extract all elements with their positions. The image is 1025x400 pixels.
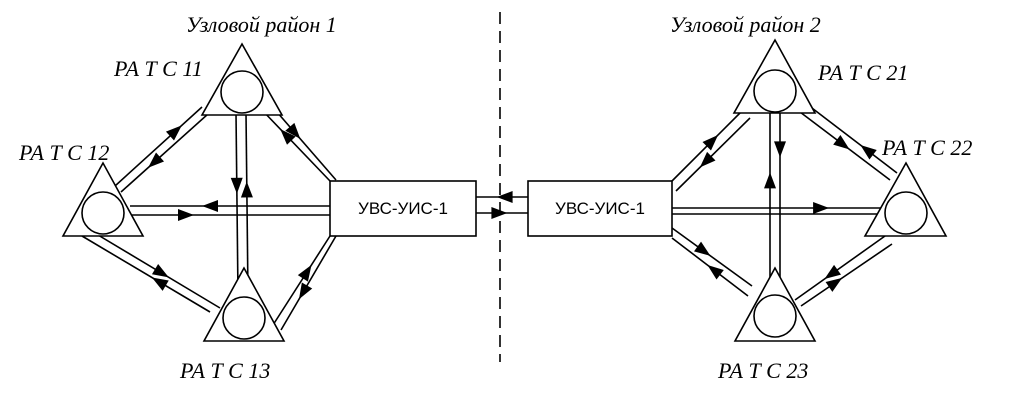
link-7-arrow-2 [491, 207, 508, 219]
link-1-line-b [120, 113, 209, 193]
station-21 [732, 38, 817, 114]
station-23-circle [753, 294, 797, 338]
hub-2-box [527, 180, 673, 237]
link-10-arrow-2 [707, 265, 724, 280]
link-4-line-a [261, 109, 331, 182]
station-11-label: РА Т С 11 [113, 56, 203, 81]
link-9-arrow-1 [813, 202, 830, 214]
hub-2-label: УВС-УИС-1 [555, 199, 645, 218]
link-10-line-a [671, 227, 753, 287]
station-13-circle [222, 296, 266, 340]
link-6-line-a [272, 235, 331, 326]
link-2-arrow-1 [230, 177, 243, 194]
link-13-arrow-1 [824, 264, 841, 280]
link-3-line-b [87, 228, 221, 309]
link-2-arrow-2 [240, 181, 253, 198]
link-12-arrow-2 [860, 145, 877, 160]
link-1-arrow-1 [165, 125, 182, 141]
link-13-line-b [800, 243, 893, 307]
region-title-1: Узловой район 1 [186, 12, 337, 37]
hub-1: УВС-УИС-1 [329, 180, 477, 237]
links-layer [81, 103, 898, 331]
station-11 [200, 42, 284, 116]
station-22-circle [884, 191, 928, 235]
link-1-arrow-2 [148, 152, 165, 168]
link-8-arrow-1 [702, 134, 719, 151]
station-22 [863, 161, 948, 237]
link-11-arrow-2 [774, 141, 786, 158]
station-12-circle [81, 191, 125, 235]
link-8-line-a [667, 110, 743, 186]
link-4-arrow-2 [280, 129, 296, 145]
link-2-line-b [245, 112, 249, 296]
link-6-arrow-2 [298, 282, 313, 300]
link-8-line-b [675, 117, 751, 192]
station-23-label: РА Т С 23 [717, 358, 808, 383]
link-5-arrow-1 [202, 200, 218, 212]
station-22-label: РА Т С 22 [881, 135, 972, 160]
link-4-arrow-1 [285, 122, 301, 139]
link-12-arrow-1 [833, 135, 850, 150]
hub-1-label: УВС-УИС-1 [358, 199, 448, 218]
station-23 [733, 266, 817, 342]
link-7-arrow-1 [496, 191, 513, 203]
station-13-label: РА Т С 13 [179, 358, 270, 383]
link-6-arrow-1 [297, 264, 312, 282]
link-10-arrow-1 [694, 241, 711, 256]
station-13 [202, 266, 286, 342]
link-2-line-a [235, 112, 239, 296]
link-4-line-b [269, 103, 337, 181]
link-12-line-b [807, 104, 898, 174]
station-12-label: РА Т С 12 [18, 140, 109, 165]
station-21-circle [753, 69, 797, 113]
link-3-arrow-2 [151, 277, 169, 291]
hub-1-box [329, 180, 477, 237]
station-12 [61, 161, 145, 237]
link-3-arrow-1 [151, 263, 169, 278]
link-11-arrow-1 [764, 172, 776, 189]
link-5-arrow-2 [178, 209, 194, 221]
link-6-line-b [280, 235, 337, 331]
link-3-line-a [81, 235, 211, 313]
link-8-arrow-2 [699, 151, 716, 168]
link-1-line-a [114, 106, 203, 187]
link-13-line-a [794, 235, 886, 301]
link-13-arrow-2 [825, 277, 843, 292]
station-11-circle [220, 70, 264, 114]
station-21-label: РА Т С 21 [817, 60, 908, 85]
region-title-2: Узловой район 2 [670, 12, 821, 37]
hub-2: УВС-УИС-1 [527, 180, 673, 237]
